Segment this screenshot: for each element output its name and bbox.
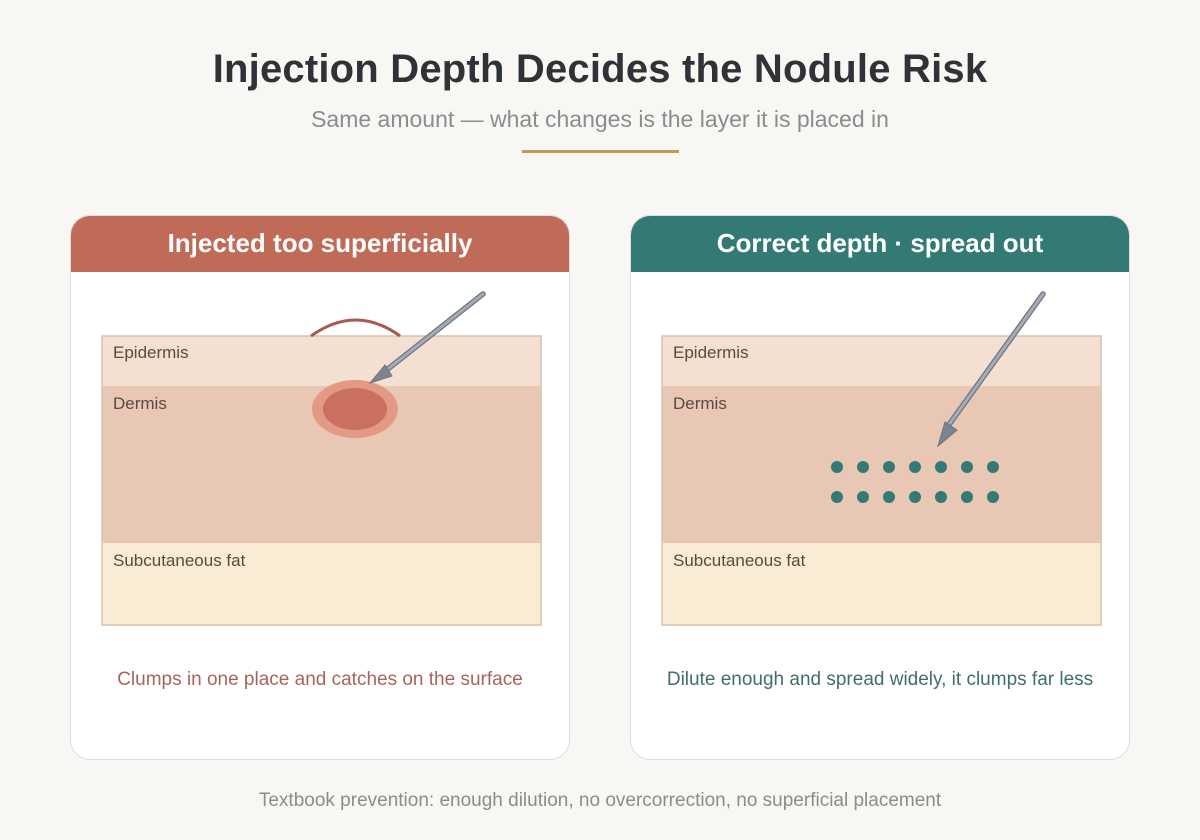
filler-dot [935, 461, 947, 473]
filler-dot [857, 461, 869, 473]
panel-superficial-caption: Clumps in one place and catches on the s… [117, 669, 523, 690]
filler-dot [961, 461, 973, 473]
filler-nodule [323, 388, 387, 430]
skin-diagram-correct: Epidermis Dermis Subcutaneous fat [661, 291, 1102, 626]
subcutaneous-fat-layer [102, 543, 541, 625]
skin-block-outline [661, 335, 1102, 626]
filler-dot [935, 491, 947, 503]
panel-correct-caption: Dilute enough and spread widely, it clum… [666, 669, 1094, 690]
page-title: Injection Depth Decides the Nodule Risk [212, 47, 988, 91]
filler-dot [883, 491, 895, 503]
panel-correct-header: Correct depth · spread out [631, 216, 1129, 272]
filler-dot [831, 461, 843, 473]
epidermis-label: Epidermis [673, 343, 749, 362]
dermis-layer [662, 386, 1101, 543]
needle-icon [937, 291, 1046, 448]
needle-icon [368, 291, 486, 384]
title-accent-rule [522, 150, 679, 153]
surface-bump [310, 318, 401, 338]
filler-dot [857, 491, 869, 503]
filler-dot [831, 491, 843, 503]
skin-block-outline [101, 335, 542, 626]
subcutaneous-fat-layer [662, 543, 1101, 625]
footer-note: Textbook prevention: enough dilution, no… [258, 790, 942, 811]
page-subtitle: Same amount — what changes is the layer … [311, 106, 889, 132]
panel-superficial: Injected too superficially Epidermis Der… [70, 215, 570, 760]
skin-diagram-superficial: Epidermis Dermis Subcutaneous fat [101, 291, 542, 626]
filler-dot [883, 461, 895, 473]
filler-dot [987, 461, 999, 473]
filler-dot [909, 491, 921, 503]
dermis-label: Dermis [673, 394, 727, 413]
epidermis-label: Epidermis [113, 343, 189, 362]
subcutaneous-fat-label: Subcutaneous fat [113, 551, 246, 570]
epidermis-layer [662, 336, 1101, 386]
panel-superficial-header: Injected too superficially [71, 216, 569, 272]
filler-dot [909, 461, 921, 473]
epidermis-layer [102, 336, 541, 386]
dermis-label: Dermis [113, 394, 167, 413]
filler-dot [987, 491, 999, 503]
subcutaneous-fat-label: Subcutaneous fat [673, 551, 806, 570]
panel-correct: Correct depth · spread out Epidermis Der… [630, 215, 1130, 760]
filler-dot [961, 491, 973, 503]
